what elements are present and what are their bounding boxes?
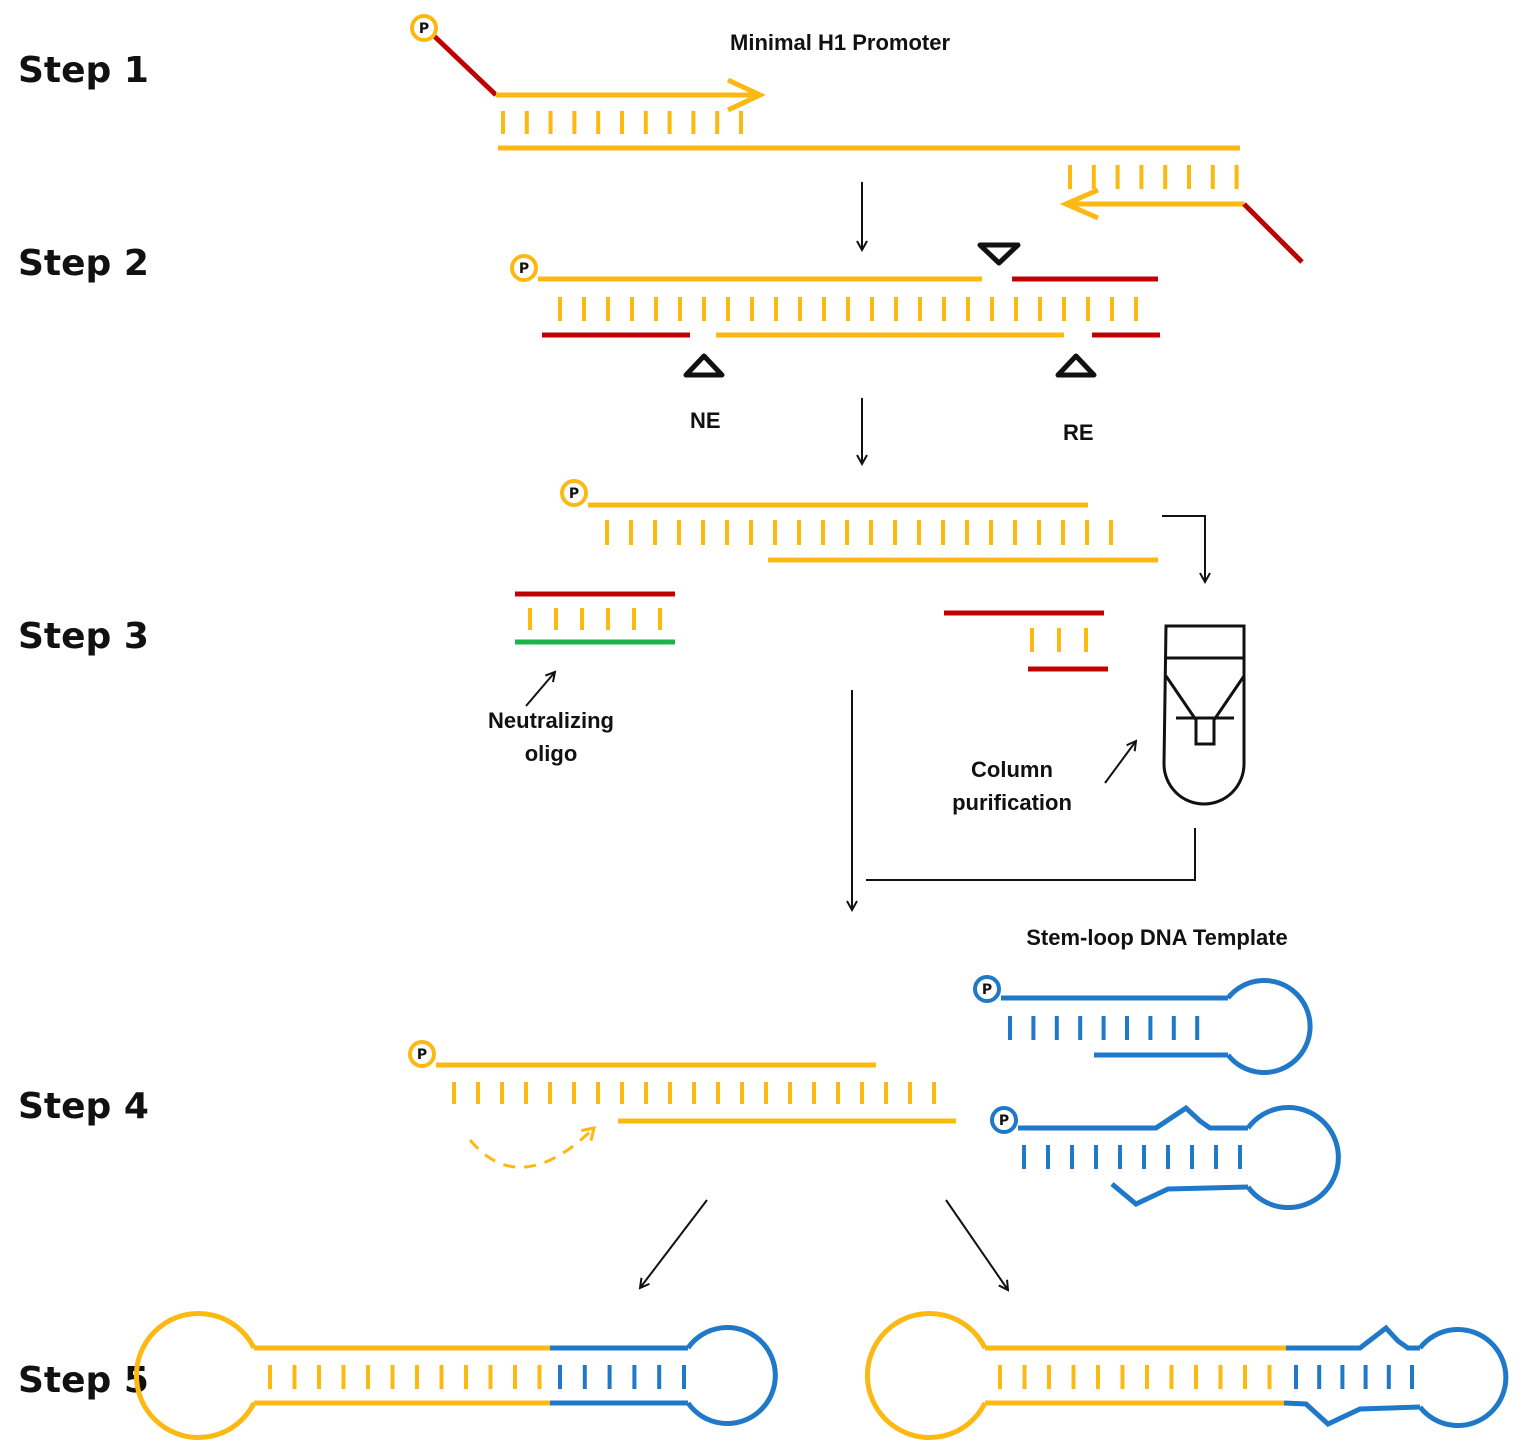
stem-top-strand-with-bulge (1018, 1104, 1248, 1131)
step-4-label: Step 4 (18, 1086, 149, 1127)
step-5-product-left (134, 1311, 778, 1440)
hairpin-loop (1245, 1105, 1341, 1210)
phosphate-icon (408, 1040, 436, 1068)
base-pair-rungs (558, 1365, 686, 1389)
re-label: RE (1063, 420, 1094, 445)
step-2-amplified-product: P NE RE (510, 242, 1160, 445)
base-pair-rungs (268, 1365, 542, 1389)
blue-bottom-strand-with-bulge (1283, 1400, 1421, 1427)
hairpin-loop (1226, 978, 1313, 1075)
step-3-label: Step 3 (18, 616, 149, 657)
blue-top-strand-with-bulge (1286, 1324, 1420, 1351)
step-5-product-right (865, 1311, 1509, 1440)
base-pair-rungs (1294, 1365, 1414, 1389)
stem-loop-template-label: Stem-loop DNA Template (1026, 925, 1288, 950)
step-5-label: Step 5 (18, 1360, 149, 1401)
phosphate-label: P (519, 261, 529, 277)
step-1-primers-and-template: P Minimal H1 Promoter (410, 14, 1304, 264)
base-pair-rungs (452, 1082, 936, 1104)
re-site-triangle-icon (1055, 353, 1097, 378)
phosphate-label: P (569, 486, 579, 502)
column-purification-label-line-2: purification (952, 790, 1072, 815)
pointer-arrow (525, 672, 555, 707)
ne-label: NE (690, 408, 721, 433)
phosphate-icon (510, 254, 538, 282)
to-column-arrow (1162, 515, 1205, 582)
phosphate-label: P (982, 982, 992, 998)
base-pair-rungs (605, 520, 1113, 545)
column-purification-label-line-1: Column (971, 757, 1053, 782)
red-3-prime-tail (1242, 202, 1304, 264)
red-5-prime-tail (430, 32, 498, 97)
phosphate-icon (973, 975, 1001, 1003)
neutralizing-oligo-label-line-2: oligo (525, 741, 578, 766)
phosphate-label: P (419, 21, 429, 37)
phosphate-icon (990, 1106, 1018, 1134)
phosphate-icon (410, 14, 438, 42)
base-pair-rungs (528, 608, 662, 630)
forward-arrow-head (726, 77, 766, 113)
base-pair-rungs (1068, 165, 1239, 189)
ne-site-triangle-icon (683, 353, 725, 378)
base-pair-rungs (558, 297, 1138, 321)
step-3-digested-product: P Neutralizing oligo Column purification (488, 479, 1246, 910)
step-2-label: Step 2 (18, 243, 149, 284)
yellow-hairpin-loop (134, 1311, 257, 1440)
reverse-arrow-head (1059, 187, 1100, 221)
yellow-hairpin-loop (865, 1311, 988, 1440)
nicking-site-triangle-icon (977, 242, 1021, 266)
phosphate-icon (560, 479, 588, 507)
strand-fold-dashed-arrow (468, 1128, 594, 1169)
base-pair-rungs (998, 1365, 1272, 1389)
blue-hairpin-loop (685, 1325, 778, 1426)
pointer-arrow (1104, 741, 1136, 784)
step-1-label: Step 1 (18, 50, 149, 91)
phosphate-label: P (417, 1047, 427, 1063)
minimal-h1-promoter-label: Minimal H1 Promoter (730, 30, 950, 55)
stem-bottom-strand-with-bulge (1110, 1182, 1249, 1207)
column-return-path (866, 828, 1196, 881)
base-pair-rungs (1030, 628, 1088, 652)
neutralizing-oligo-label-line-1: Neutralizing (488, 708, 614, 733)
base-pair-rungs (501, 111, 743, 134)
phosphate-label: P (999, 1113, 1009, 1129)
base-pair-rungs (1008, 1016, 1200, 1040)
step-4-ligation: Stem-loop DNA Template P P P (408, 925, 1341, 1290)
spin-column-icon (1162, 624, 1246, 806)
base-pair-rungs (1022, 1145, 1242, 1169)
down-right-arrow (945, 1199, 1008, 1290)
down-left-arrow (640, 1199, 708, 1288)
blue-hairpin-loop (1418, 1327, 1509, 1428)
